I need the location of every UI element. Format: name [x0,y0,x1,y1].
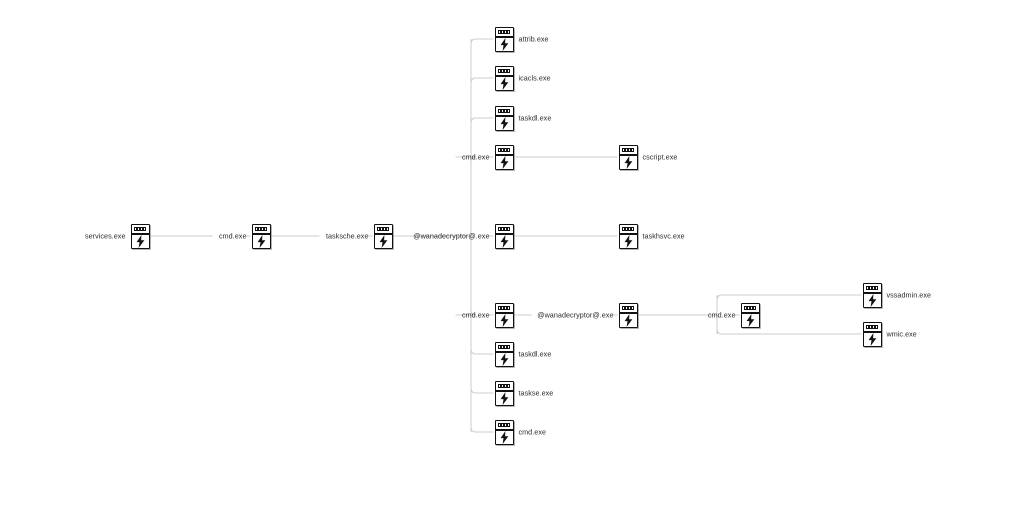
process-node-taskdl_bottom[interactable] [494,341,514,367]
process-node-display-icon [134,226,146,232]
process-node-divider [252,233,270,235]
process-node-divider [495,36,513,38]
process-node-vssadmin[interactable] [862,282,882,308]
process-label-taskdl_top: taskdl.exe [518,113,552,123]
process-node-display-icon [498,68,510,74]
process-node-display-icon [622,305,634,311]
process-node-divider [495,390,513,392]
process-node-divider [495,351,513,353]
lightning-bolt-icon [620,313,637,327]
process-label-cmd_lower: cmd.exe [461,310,490,320]
process-label-taskdl_bottom: taskdl.exe [518,349,552,359]
process-node-display-icon [498,29,510,35]
lightning-bolt-icon [620,234,637,248]
lightning-bolt-icon [742,313,759,327]
lightning-bolt-icon [496,234,513,248]
process-label-taskse: taskse.exe [518,388,554,398]
process-label-wana_main: @wanadecryptor@.exe [413,231,490,241]
process-node-divider [495,154,513,156]
lightning-bolt-icon [496,352,513,366]
process-node-divider [495,429,513,431]
process-node-display-icon [498,305,510,311]
lightning-bolt-icon [253,234,270,248]
process-node-cscript[interactable] [618,144,638,170]
lightning-bolt-icon [375,234,392,248]
process-node-icacls[interactable] [494,65,514,91]
process-label-cmd_bottom: cmd.exe [518,427,547,437]
lightning-bolt-icon [864,332,881,346]
process-node-display-icon [498,147,510,153]
process-node-divider [495,233,513,235]
process-node-cmd_vss[interactable] [740,302,760,328]
process-node-display-icon [498,422,510,428]
process-node-divider [863,331,881,333]
process-node-cmd_cscript[interactable] [494,144,514,170]
process-node-divider [495,75,513,77]
process-label-tasksche: tasksche.exe [325,231,369,241]
process-label-taskhsvc: taskhsvc.exe [642,231,685,241]
process-label-icacls: icacls.exe [518,73,551,83]
process-node-display-icon [744,305,756,311]
process-node-divider [863,292,881,294]
process-node-divider [374,233,392,235]
process-node-divider [495,115,513,117]
process-node-divider [495,312,513,314]
process-node-taskhsvc[interactable] [618,223,638,249]
process-label-cmd_root: cmd.exe [218,231,247,241]
process-node-divider [619,233,637,235]
process-node-wana_lower[interactable] [618,302,638,328]
process-node-display-icon [498,383,510,389]
process-node-display-icon [866,285,878,291]
process-node-display-icon [622,147,634,153]
lightning-bolt-icon [132,234,149,248]
lightning-bolt-icon [620,155,637,169]
lightning-bolt-icon [496,76,513,90]
process-node-display-icon [498,226,510,232]
process-node-taskse[interactable] [494,380,514,406]
lightning-bolt-icon [496,313,513,327]
process-node-divider [619,312,637,314]
lightning-bolt-icon [496,391,513,405]
lightning-bolt-icon [496,116,513,130]
process-node-wana_main[interactable] [494,223,514,249]
process-label-cmd_cscript: cmd.exe [461,152,490,162]
process-node-wmic[interactable] [862,321,882,347]
process-node-cmd_lower[interactable] [494,302,514,328]
process-node-display-icon [866,324,878,330]
process-node-display-icon [377,226,389,232]
process-node-services[interactable] [130,223,150,249]
process-label-vssadmin: vssadmin.exe [886,290,932,300]
process-label-wana_lower: @wanadecryptor@.exe [537,310,614,320]
lightning-bolt-icon [864,293,881,307]
process-node-tasksche[interactable] [373,223,393,249]
lightning-bolt-icon [496,430,513,444]
process-node-display-icon [622,226,634,232]
process-label-wmic: wmic.exe [886,329,917,339]
process-node-display-icon [498,108,510,114]
process-node-divider [619,154,637,156]
process-node-attrib[interactable] [494,26,514,52]
lightning-bolt-icon [496,37,513,51]
process-label-attrib: attrib.exe [518,34,549,44]
process-node-divider [131,233,149,235]
process-node-cmd_root[interactable] [251,223,271,249]
process-node-divider [741,312,759,314]
process-label-cscript: cscript.exe [642,152,678,162]
lightning-bolt-icon [496,155,513,169]
process-node-display-icon [255,226,267,232]
process-node-display-icon [498,344,510,350]
process-node-cmd_bottom[interactable] [494,419,514,445]
process-node-taskdl_top[interactable] [494,105,514,131]
process-label-services: services.exe [84,231,126,241]
process-label-cmd_vss: cmd.exe [707,310,736,320]
